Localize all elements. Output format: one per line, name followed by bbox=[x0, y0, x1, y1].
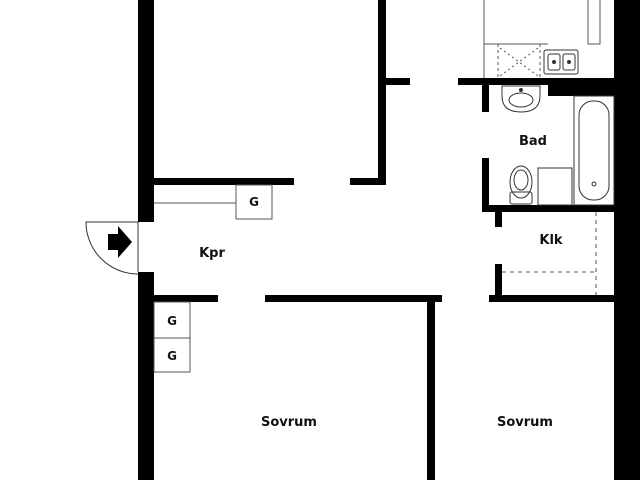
hall-top-wall-left bbox=[154, 178, 294, 185]
bedroom-divider-wall bbox=[427, 302, 435, 480]
room-label-hall: Kpr bbox=[199, 246, 225, 261]
bedroom-wardrobe-lower bbox=[153, 337, 191, 373]
hall-wardrobe-label: G bbox=[249, 195, 259, 209]
closet-left-wall-lower bbox=[495, 264, 502, 301]
bathroom-bottom-wall bbox=[482, 205, 614, 212]
closet-left-wall-upper bbox=[495, 205, 502, 227]
bathroom-cabinet bbox=[537, 167, 573, 206]
stove-diagonals bbox=[499, 47, 539, 77]
exterior-wall-left-lower bbox=[138, 272, 154, 480]
room-label-bedroom-left: Sovrum bbox=[261, 415, 317, 430]
hall-wardrobe bbox=[235, 184, 273, 220]
bathroom-top-wall bbox=[458, 78, 614, 85]
walls bbox=[138, 0, 640, 480]
bedroom-top-wall-middle bbox=[265, 295, 442, 302]
room-label-bedroom-right: Sovrum bbox=[497, 415, 553, 430]
bathroom-top-wall-right bbox=[548, 84, 614, 96]
bathroom-left-wall-lower bbox=[482, 158, 489, 212]
entrance-door bbox=[85, 221, 139, 275]
fixtures bbox=[154, 0, 601, 295]
wall-stub-upper-room bbox=[386, 78, 410, 85]
bedroom-top-wall-left bbox=[154, 295, 218, 302]
bathtub-icon bbox=[573, 95, 615, 206]
room-label-closet: Klk bbox=[539, 233, 563, 248]
hall-top-wall-right bbox=[350, 178, 386, 185]
exterior-wall-left-upper bbox=[138, 0, 154, 222]
exterior-wall-right bbox=[614, 0, 640, 480]
bathroom-left-wall-upper bbox=[482, 84, 489, 112]
kitchen-counter bbox=[483, 0, 601, 78]
room-label-bathroom: Bad bbox=[519, 134, 547, 149]
toilet-icon bbox=[509, 165, 533, 205]
sink-icon bbox=[543, 49, 579, 75]
washbasin-icon bbox=[501, 85, 541, 113]
bedroom-top-wall-right bbox=[489, 295, 614, 302]
interior-wall-upper-room bbox=[378, 0, 386, 184]
bedroom-wardrobe-lower-label: G bbox=[167, 349, 177, 363]
bedroom-wardrobe-upper-label: G bbox=[167, 314, 177, 328]
entrance-arrow-icon bbox=[108, 226, 132, 258]
